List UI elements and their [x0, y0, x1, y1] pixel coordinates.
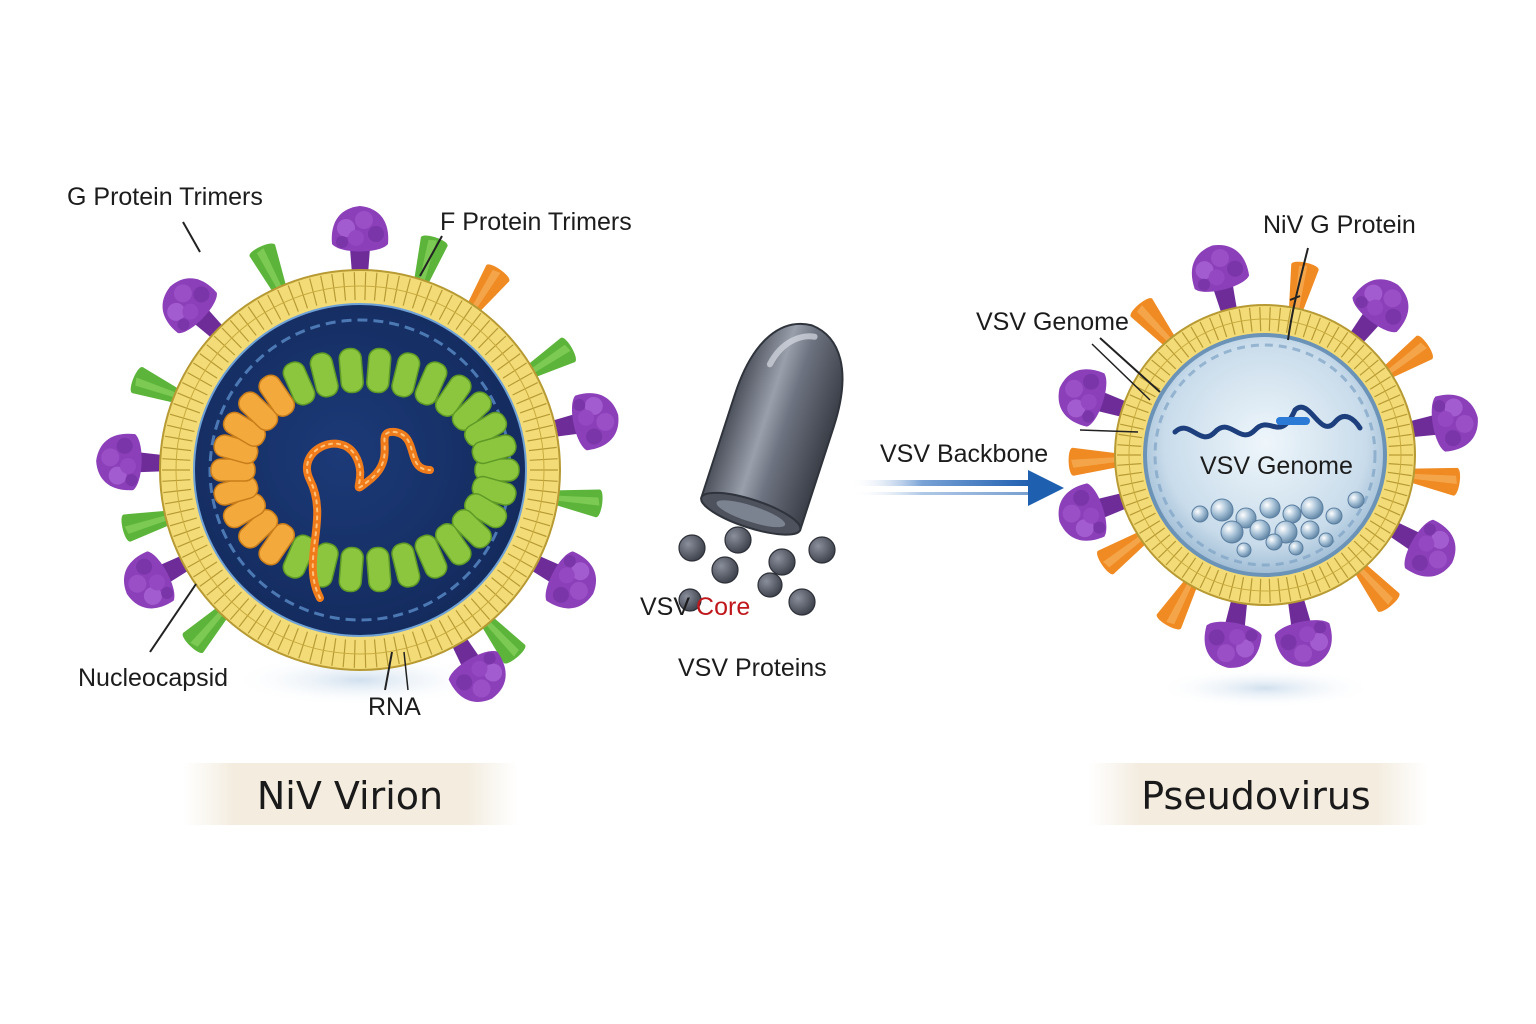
niv-caption: NiV Virion — [183, 763, 518, 825]
pseudovirus — [1050, 238, 1483, 708]
f-protein-spike — [1068, 446, 1118, 476]
label-nucleocapsid: Nucleocapsid — [78, 664, 228, 692]
pseudo-caption: Pseudovirus — [1088, 763, 1428, 825]
g-protein-spike — [95, 432, 166, 492]
vsv-protein-particles — [678, 526, 836, 616]
label-vsv-core-prefix: VSV — [640, 593, 690, 621]
f-protein-spike — [1282, 259, 1320, 314]
label-rna: RNA — [368, 693, 421, 721]
label-vsv-genome-outer: VSV Genome — [976, 308, 1129, 336]
niv-labels: G Protein Trimers F Protein Trimers Nucl… — [67, 183, 632, 721]
label-vsv-core-word: Core — [696, 593, 750, 621]
f-protein-spike — [1409, 461, 1462, 497]
g-protein-spike — [1268, 593, 1338, 673]
label-vsv-proteins: VSV Proteins — [678, 654, 827, 682]
vsv-protein-bubbles — [1191, 491, 1365, 558]
niv-membrane-bilayer — [162, 272, 558, 668]
label-niv-g-protein: NiV G Protein — [1263, 211, 1416, 239]
vsv-genome-strand — [1172, 404, 1363, 440]
vsv-core-capsule — [700, 323, 844, 536]
label-g-protein-trimers: G Protein Trimers — [67, 183, 263, 211]
label-f-protein-trimers: F Protein Trimers — [440, 208, 632, 236]
caption-pseudovirus: Pseudovirus — [1141, 774, 1370, 818]
g-protein-spike — [1199, 595, 1268, 673]
g-protein-spike — [331, 206, 389, 274]
g-protein-spike — [1405, 389, 1483, 458]
label-vsv-genome-inner: VSV Genome — [1200, 452, 1353, 480]
label-vsv-backbone: VSV Backbone — [880, 440, 1048, 468]
pseudo-membrane-bilayer — [1117, 307, 1413, 603]
rna-strand — [303, 427, 434, 602]
vsv-backbone-arrow: VSV Backbone — [850, 440, 1064, 506]
pseudo-labels: NiV G Protein VSV Genome VSV Genome — [976, 211, 1416, 480]
caption-niv-virion: NiV Virion — [257, 774, 443, 818]
niv-virion — [95, 206, 625, 713]
